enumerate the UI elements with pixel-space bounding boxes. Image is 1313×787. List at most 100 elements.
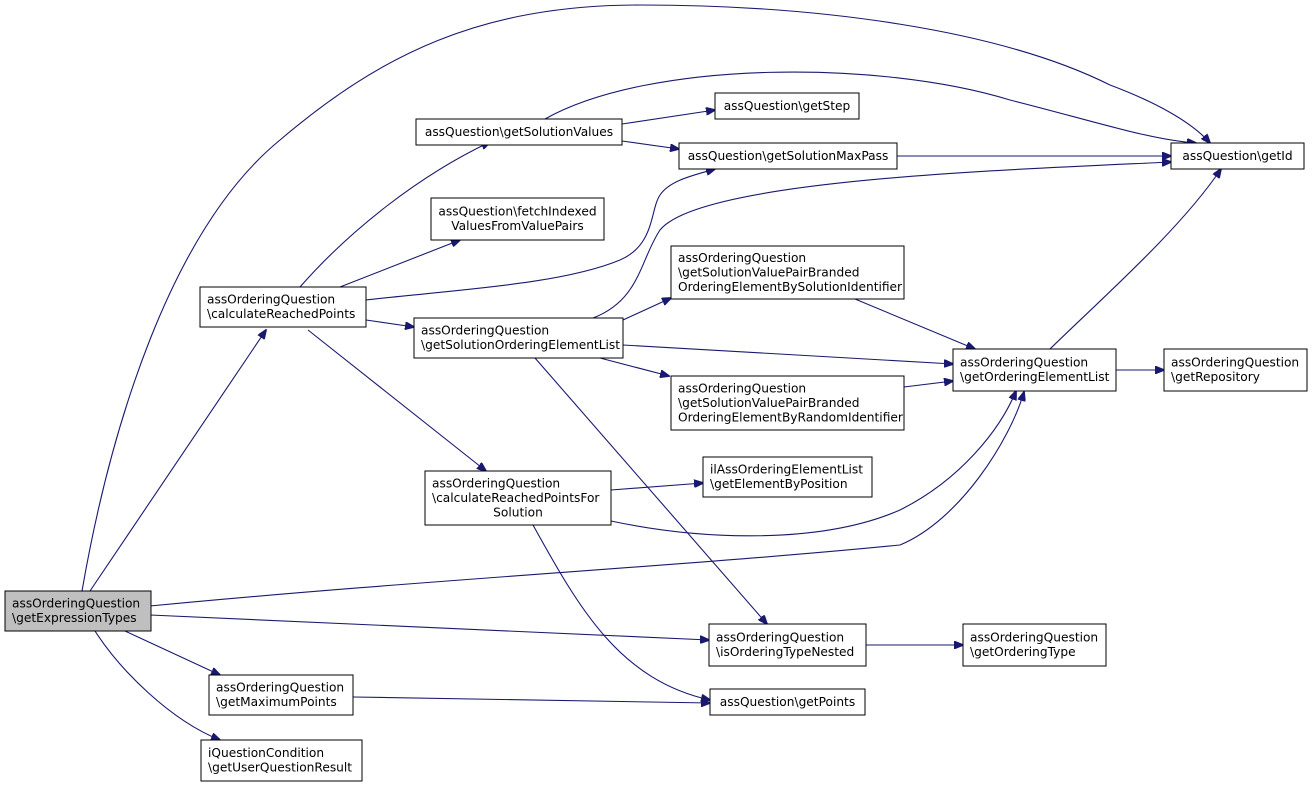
node-label: Solution [493,505,543,519]
edge-crpfs-to-getElementByPosition [610,483,703,491]
edge-root-to-getId [81,4,1210,592]
node-label: iQuestionCondition [208,746,324,760]
node-label: assOrderingQuestion [960,356,1088,370]
node-box [670,245,905,300]
node-label: \getExpressionTypes [12,611,137,625]
node-label: assQuestion\getStep [724,99,851,113]
node-label: \getRepository [1171,370,1260,384]
node-box [413,317,624,359]
edge-calc-to-fetchIndexed [339,240,460,288]
edge-gsoel-to-isOrderingTypeNested [534,357,767,624]
node-label: OrderingElementBySolutionIdentifier [678,280,903,294]
node-label: assQuestion\getSolutionMaxPass [688,149,889,163]
edge-getSolutionValues-to-getId [544,71,1196,143]
edge-crpfs-to-getOrderingElementList [610,391,1016,537]
node-getSolutionValues[interactable]: assQuestion\getSolutionValues [415,118,623,146]
node-label: ilAssOrderingElementList [710,463,863,477]
node-label: \getUserQuestionResult [208,761,352,775]
node-label: assOrderingQuestion [970,631,1098,645]
node-getElementByPosition[interactable]: ilAssOrderingElementList\getElementByPos… [702,456,873,498]
edge-byRandom-to-getOrderingElementList [903,381,953,388]
node-label: assOrderingQuestion [678,251,806,265]
node-box [199,286,367,328]
node-box [709,688,866,716]
node-label: assQuestion\getSolutionValues [425,125,613,139]
node-box [678,142,898,170]
node-box [415,118,623,146]
node-label: assQuestion\fetchIndexed [438,205,596,219]
edge-gsoel-to-byRandom [599,357,669,376]
edge-gsoel-to-getOrderingElementList [622,344,953,364]
node-label: OrderingElementByRandomIdentifier [678,410,904,424]
node-label: assOrderingQuestion [432,476,560,490]
edge-root-to-calculateReachedPoints [89,330,266,592]
node-box [962,623,1107,667]
node-box [952,348,1117,392]
edge-gsoel-to-getId [592,162,1171,319]
edge-calc-to-getSolutionMaxPass [365,169,715,301]
node-getStep[interactable]: assQuestion\getStep [714,92,860,120]
node-label: assOrderingQuestion [716,631,844,645]
node-box [1163,348,1308,392]
edge-getMaximumPoints-to-getPoints [352,696,710,703]
node-getSolutionMaxPass[interactable]: assQuestion\getSolutionMaxPass [678,142,898,170]
node-label: \getSolutionValuePairBranded [678,265,859,279]
node-getUserQuestionResult[interactable]: iQuestionCondition\getUserQuestionResult [200,739,363,782]
edge-getSolutionValues-to-getStep [621,110,715,125]
edge-calc-to-calculateReachedPointsForSolution [307,329,486,471]
node-label: \getOrderingElementList [960,370,1110,384]
edge-root-to-isOrderingTypeNested [149,614,709,640]
node-label: assOrderingQuestion [1171,356,1299,370]
node-label: assOrderingQuestion [207,293,335,307]
node-box [670,375,905,431]
node-box [708,623,867,667]
edge-getOrderingElementList-to-getId [1049,169,1221,350]
node-label: assQuestion\getId [1182,149,1292,163]
node-getPoints[interactable]: assQuestion\getPoints [709,688,866,716]
node-calculateReachedPoints[interactable]: assOrderingQuestion\calculateReachedPoin… [199,286,367,328]
node-label: assOrderingQuestion [421,324,549,338]
node-label: assOrderingQuestion [678,381,806,395]
node-box [714,92,860,120]
node-getSolutionValuePairBrandedOrderingElementByRandomIdentifier[interactable]: assOrderingQuestion\getSolutionValuePair… [670,375,905,431]
node-getSolutionOrderingElementList[interactable]: assOrderingQuestion\getSolutionOrderingE… [413,317,624,359]
node-box [702,456,873,498]
node-calculateReachedPointsForSolution[interactable]: assOrderingQuestion\calculateReachedPoin… [424,470,612,526]
node-fetchIndexedValuesFromValuePairs[interactable]: assQuestion\fetchIndexedValuesFromValueP… [430,197,605,241]
edge-gsoel-to-bySolution [622,298,671,321]
edge-root-to-getMaximumPoints [124,630,220,675]
node-label: \getElementByPosition [710,477,848,491]
node-box [430,197,605,241]
node-label: \getMaximumPoints [216,695,337,709]
node-getId[interactable]: assQuestion\getId [1170,142,1305,170]
node-label: assQuestion\getPoints [720,695,855,709]
node-label: \getSolutionValuePairBranded [678,396,859,410]
node-label: \isOrderingTypeNested [716,645,854,659]
node-label: \getOrderingType [970,645,1076,659]
node-box [424,470,612,526]
edge-getSolutionValues-to-getSolutionMaxPass [621,140,679,149]
node-getRepository[interactable]: assOrderingQuestion\getRepository [1163,348,1308,392]
edge-calc-to-getSolutionOrderingElementList [365,319,414,327]
node-label: ValuesFromValuePairs [451,219,584,233]
node-label: \getSolutionOrderingElementList [421,338,620,352]
node-box [200,739,363,782]
node-box [4,590,152,632]
node-label: \calculateReachedPointsFor [432,491,600,505]
node-getMaximumPoints[interactable]: assOrderingQuestion\getMaximumPoints [208,674,354,716]
node-getOrderingElementList[interactable]: assOrderingQuestion\getOrderingElementLi… [952,348,1117,392]
node-isOrderingTypeNested[interactable]: assOrderingQuestion\isOrderingTypeNested [708,623,867,667]
edge-root-to-getUserQuestionResult [94,630,220,740]
node-getOrderingType[interactable]: assOrderingQuestion\getOrderingType [962,623,1107,667]
node-getExpressionTypes[interactable]: assOrderingQuestion\getExpressionTypes [4,590,152,632]
edge-crpfs-to-getPoints [532,524,710,700]
node-label: assOrderingQuestion [12,597,140,611]
node-label: \calculateReachedPoints [207,307,355,321]
edge-bySolution-to-getOrderingElementList [854,298,975,349]
node-box [208,674,354,716]
edge-root-to-getOrderingElementList [149,392,1024,607]
node-label: assOrderingQuestion [216,681,344,695]
edge-calc-to-getSolutionValues [299,142,490,288]
node-getSolutionValuePairBrandedOrderingElementBySolutionIdentifier[interactable]: assOrderingQuestion\getSolutionValuePair… [670,245,905,300]
